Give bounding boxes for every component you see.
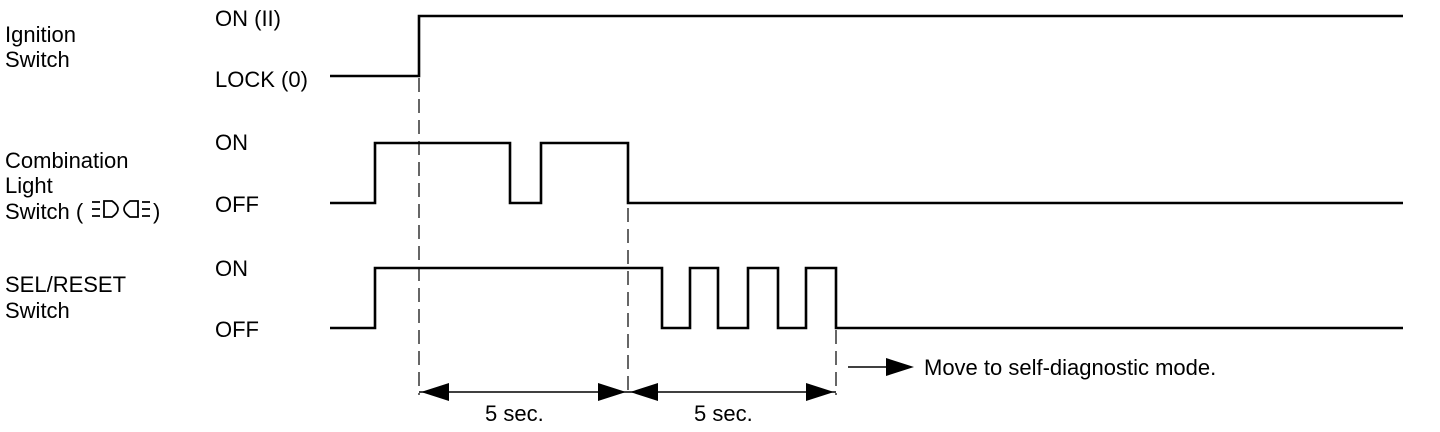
- ignition-switch-label-line-2: Switch: [5, 47, 70, 72]
- interval-1-arrow-left: [421, 383, 449, 401]
- sel-reset-level-off: OFF: [215, 317, 259, 342]
- ignition-switch-label-line-1: Ignition: [5, 22, 76, 47]
- arrow-right-icon: [848, 358, 914, 376]
- ignition-waveform: [330, 14, 1403, 78]
- combination-light-waveform: [330, 141, 1403, 205]
- combination-light-label-line-2: Light: [5, 173, 53, 198]
- combination-level-on: ON: [215, 130, 248, 155]
- interval-2-arrow-right: [806, 383, 834, 401]
- sel-reset-label-line-2: Switch: [5, 298, 70, 323]
- interval-2-arrow-left: [630, 383, 658, 401]
- interval-1-arrow-right: [598, 383, 626, 401]
- combination-light-label-line-3: Switch (: [5, 199, 84, 224]
- interval-2-dimension: [628, 383, 836, 401]
- sel-reset-switch-label: SEL/RESET Switch: [5, 272, 132, 323]
- ignition-switch-label: Ignition Switch: [5, 22, 82, 72]
- sel-reset-level-on: ON: [215, 256, 248, 281]
- combination-light-label-line-1: Combination: [5, 148, 129, 173]
- combination-level-off: OFF: [215, 192, 259, 217]
- ignition-level-lock: LOCK (0): [215, 67, 308, 92]
- self-diagnostic-mode-text: Move to self-diagnostic mode.: [924, 355, 1216, 380]
- combination-light-switch-label: Combination Light Switch (: [5, 148, 135, 224]
- sel-reset-waveform: [330, 266, 1403, 330]
- combination-light-label-suffix: ): [153, 199, 160, 224]
- interval-1-label: 5 sec.: [485, 401, 544, 426]
- headlamp-symbol-icon: [92, 200, 150, 218]
- sel-reset-label-line-1: SEL/RESET: [5, 272, 126, 297]
- ignition-level-on: ON (II): [215, 6, 281, 31]
- interval-1-dimension: [419, 383, 628, 401]
- interval-2-label: 5 sec.: [694, 401, 753, 426]
